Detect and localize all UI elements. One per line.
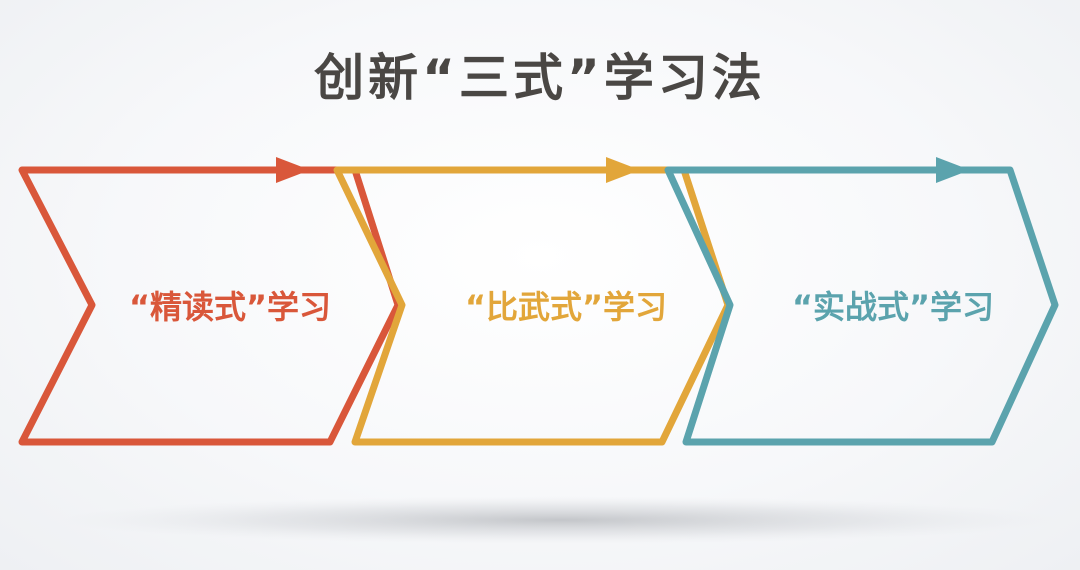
step-label-2: “比武式”学习 [465,288,667,326]
arrow-head-3 [936,157,970,183]
step-chevron-1: “精读式”学习 [18,157,402,446]
step-label-1: “精读式”学习 [129,288,331,326]
step-label-3: “实战式”学习 [792,288,994,326]
arrow-head-2 [606,157,640,183]
step-chevron-2: “比武式”学习 [333,157,732,446]
page-title: 创新“三式”学习法 [314,49,766,107]
arrow-head-1 [276,157,310,183]
step-chevron-3: “实战式”学习 [664,157,1059,446]
floor-shadow [60,496,1060,544]
chevron-shape-3 [664,166,1059,446]
